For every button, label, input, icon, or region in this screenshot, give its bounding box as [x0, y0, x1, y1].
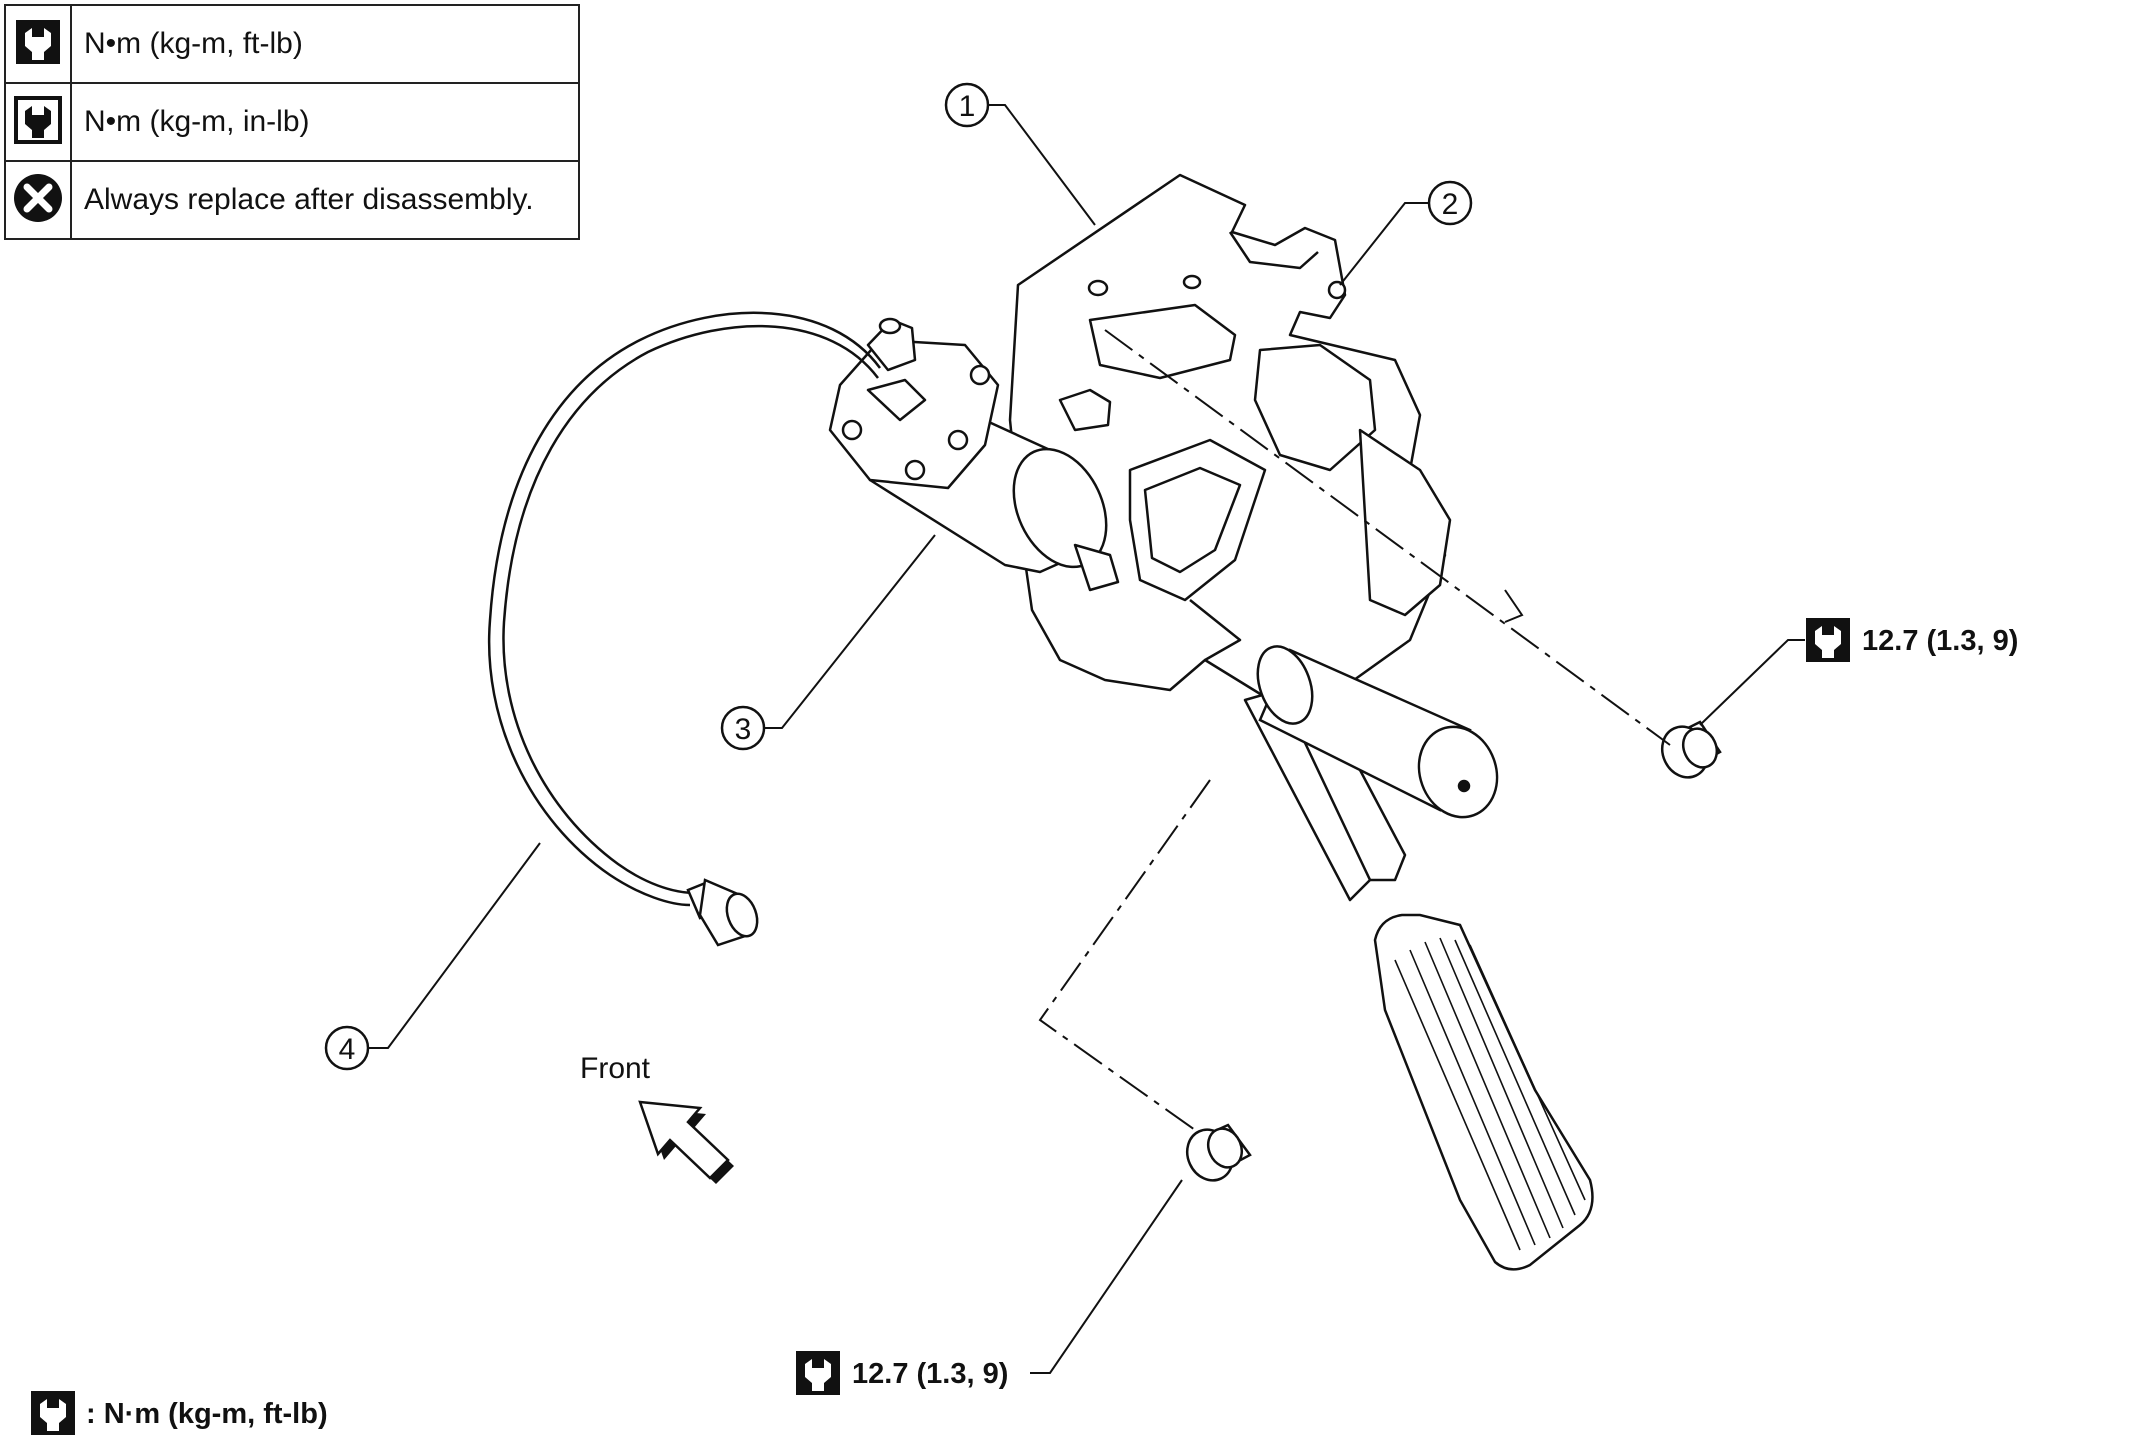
- front-arrow-icon: [638, 1100, 734, 1184]
- actuator-motor: [828, 317, 1120, 592]
- callout-4-text: 4: [339, 1033, 356, 1066]
- torque-wrench-inv-icon: [14, 95, 62, 144]
- legend-row: N•m (kg-m, in-lb): [4, 82, 580, 162]
- torque-wrench-icon: [796, 1351, 840, 1395]
- torque-value-bottom: 12.7 (1.3, 9): [852, 1358, 1008, 1390]
- legend-text: N•m (kg-m, in-lb): [70, 82, 580, 162]
- legend-icon-cell: [4, 160, 72, 240]
- torque-label-bottom: 12.7 (1.3, 9): [796, 1351, 1008, 1395]
- torque-wrench-icon: [16, 19, 60, 64]
- front-label: Front: [580, 1052, 651, 1085]
- legend-text: Always replace after disassembly.: [70, 160, 580, 240]
- legend-row: N•m (kg-m, ft-lb): [4, 4, 580, 84]
- bracket-edge-line: [1504, 589, 1524, 623]
- symbol-legend-table: N•m (kg-m, ft-lb) N•m (kg-m, in-lb) Alwa…: [4, 4, 580, 240]
- callout-3-text: 3: [735, 713, 752, 746]
- legend-icon-cell: [4, 4, 72, 84]
- torque-wrench-icon: [31, 1391, 75, 1435]
- footer-legend-text: : N·m (kg-m, ft-lb): [86, 1398, 328, 1430]
- legend-text: N•m (kg-m, ft-lb): [70, 4, 580, 84]
- torque-value-right: 12.7 (1.3, 9): [1862, 625, 2018, 657]
- pivot-shaft: [1256, 645, 1499, 819]
- replace-x-icon: [14, 173, 62, 222]
- nut-right: [1660, 720, 1722, 779]
- legend-row: Always replace after disassembly.: [4, 160, 580, 240]
- pedal-bracket: [1008, 173, 1452, 702]
- callout-1-text: 1: [959, 90, 976, 123]
- nut-bottom: [1185, 1123, 1252, 1182]
- callout-2: 2: [1427, 180, 1473, 226]
- torque-wrench-icon: [1806, 618, 1850, 662]
- pedal-pad: [1373, 913, 1594, 1271]
- harness-cable: [487, 311, 882, 907]
- harness-connector: [686, 878, 759, 947]
- callout-4: 4: [324, 1025, 370, 1071]
- callout-1: 1: [944, 82, 990, 128]
- footer-legend: : N·m (kg-m, ft-lb): [31, 1391, 328, 1435]
- center-lines: [1038, 329, 1671, 1131]
- torque-label-right: 12.7 (1.3, 9): [1806, 618, 2018, 662]
- legend-icon-cell: [4, 82, 72, 162]
- callout-3: 3: [720, 705, 766, 751]
- callout-2-text: 2: [1442, 188, 1459, 221]
- leader-lines: [368, 104, 1805, 1374]
